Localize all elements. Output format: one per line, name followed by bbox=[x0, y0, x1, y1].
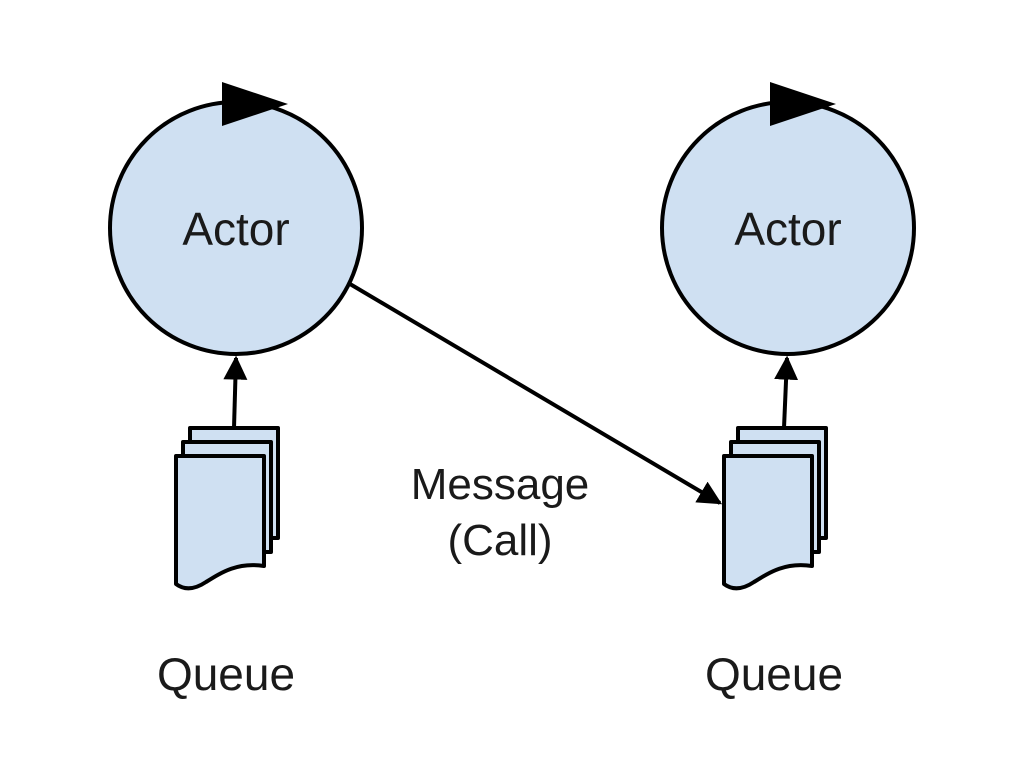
message-label-line1: Message bbox=[411, 460, 590, 509]
queue-node-right[interactable]: Queue bbox=[705, 426, 843, 700]
message-label-line2: (Call) bbox=[447, 516, 552, 565]
message-label: Message (Call) bbox=[411, 460, 590, 565]
actor-node-right[interactable]: Actor bbox=[660, 82, 916, 356]
queue-label-right: Queue bbox=[705, 648, 843, 700]
document-stack-icon bbox=[722, 426, 828, 591]
actor-loop-arrow-icon bbox=[222, 82, 288, 126]
actor-loop-arrow-icon bbox=[770, 82, 836, 126]
actor-label-left: Actor bbox=[182, 203, 289, 255]
actor-label-right: Actor bbox=[734, 203, 841, 255]
document-stack-icon bbox=[174, 426, 280, 591]
message-arrow bbox=[348, 282, 723, 505]
queue-label-left: Queue bbox=[157, 648, 295, 700]
queue-to-actor-arrow-right bbox=[774, 355, 799, 429]
actor-node-left[interactable]: Actor bbox=[108, 82, 364, 356]
queue-to-actor-arrow-left bbox=[223, 355, 248, 429]
queue-node-left[interactable]: Queue bbox=[157, 426, 295, 700]
